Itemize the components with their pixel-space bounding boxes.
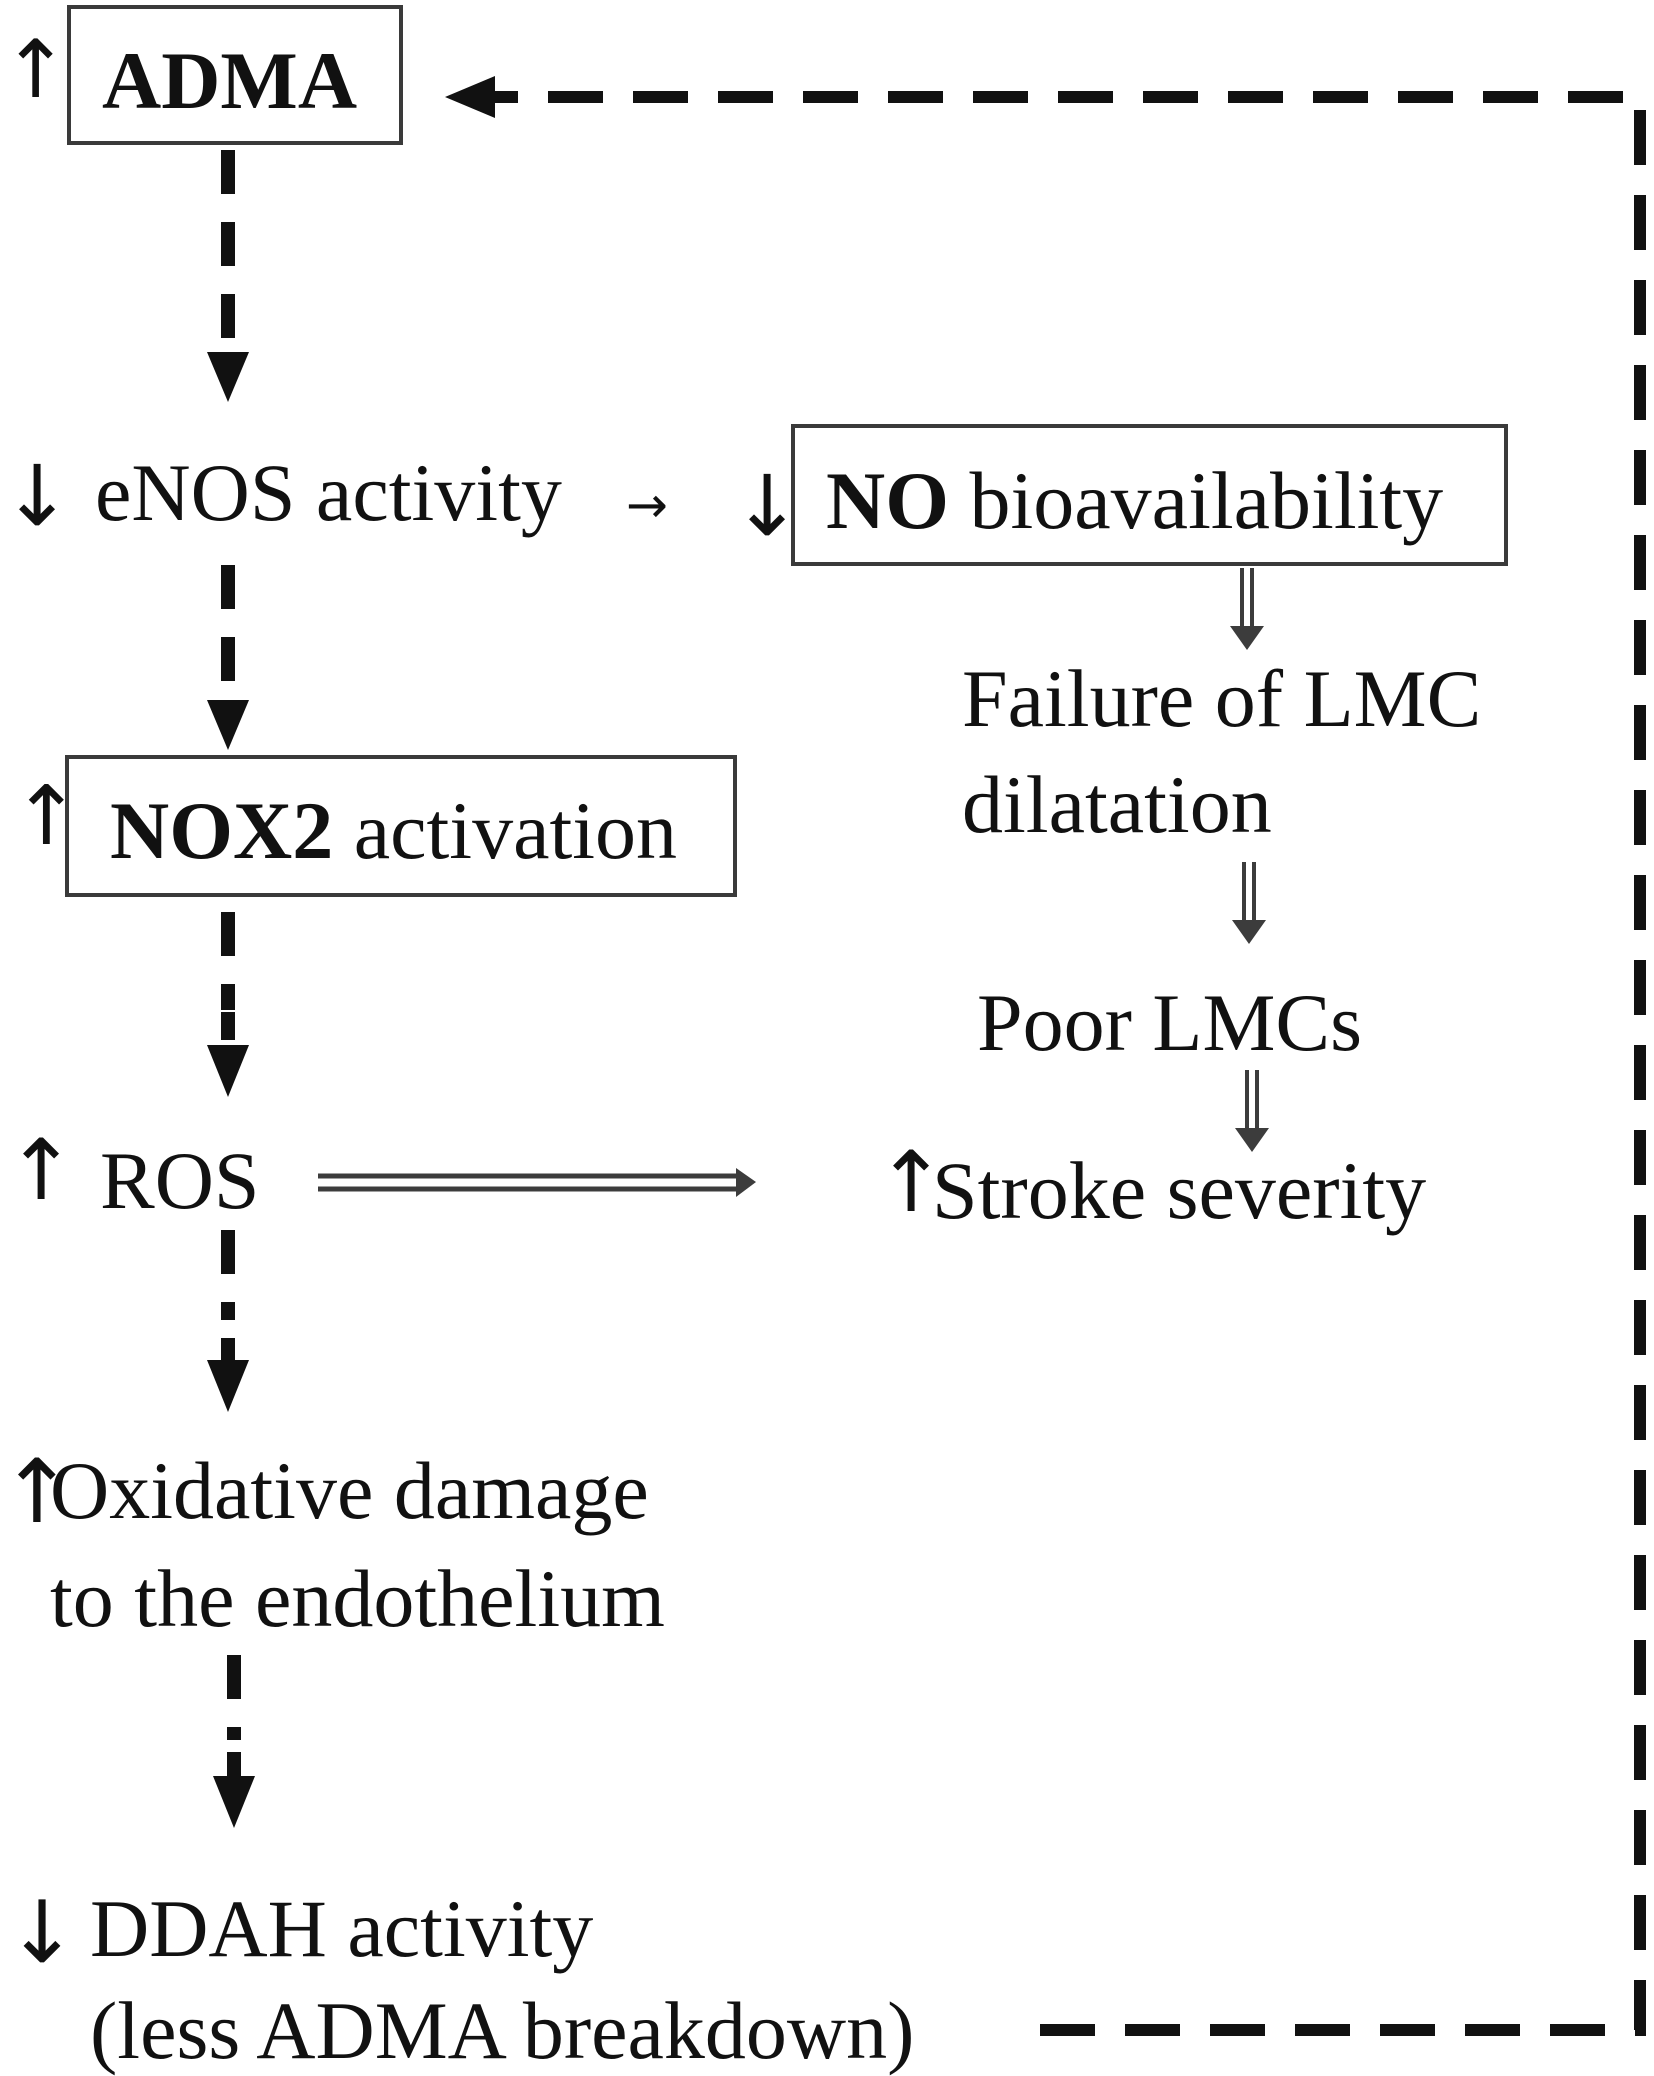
ros-label: ROS	[100, 1135, 260, 1226]
adma-label: ADMA	[102, 35, 358, 126]
feedback-loop-arrowhead	[445, 76, 495, 118]
stroke-severity-label: Stroke severity	[932, 1145, 1427, 1236]
feedback-loop-ddah-to-adma	[505, 91, 1646, 2036]
up-arrow-icon: ↑	[6, 1121, 77, 1219]
down-arrow-icon: ↓	[2, 447, 73, 545]
arrowhead-poor	[1232, 920, 1266, 944]
arrowhead-enos	[207, 352, 249, 402]
arrowhead-ros-to-stroke	[736, 1168, 756, 1197]
arrowhead-nox2	[207, 700, 249, 750]
down-arrow-icon: ↓	[732, 457, 803, 555]
up-arrow-icon: ↑	[876, 1133, 947, 1231]
no-bioavailability-label: NO bioavailability	[826, 455, 1444, 546]
adma-box	[67, 5, 403, 145]
arrowhead-ros	[207, 1045, 249, 1097]
right-arrow-icon: →	[626, 476, 668, 534]
arrowhead-oxidative	[207, 1360, 249, 1412]
down-arrow-icon: ↓	[6, 1883, 79, 1983]
oxidative-damage-line1: Oxidative damage	[50, 1445, 649, 1536]
enos-label: eNOS activity	[95, 447, 562, 538]
up-arrow-icon: ↑	[0, 1440, 74, 1543]
up-arrow-icon: ↑	[2, 23, 70, 116]
arrowhead-ddah	[213, 1776, 255, 1828]
arrowhead-failure	[1230, 626, 1264, 650]
no-bioavailability-box	[791, 424, 1508, 566]
oxidative-damage-line2: to the endothelium	[50, 1553, 665, 1644]
failure-lmc-line2: dilatation	[962, 759, 1272, 850]
poor-lmcs-label: Poor LMCs	[977, 977, 1363, 1068]
arrowhead-stroke	[1235, 1128, 1269, 1152]
failure-lmc-line1: Failure of LMC	[962, 653, 1482, 744]
ddah-activity-line2: (less ADMA breakdown)	[90, 1985, 915, 2076]
ddah-activity-line1: DDAH activity	[90, 1883, 594, 1974]
nox2-box	[65, 755, 737, 897]
nox2-label: NOX2 activation	[110, 785, 678, 876]
